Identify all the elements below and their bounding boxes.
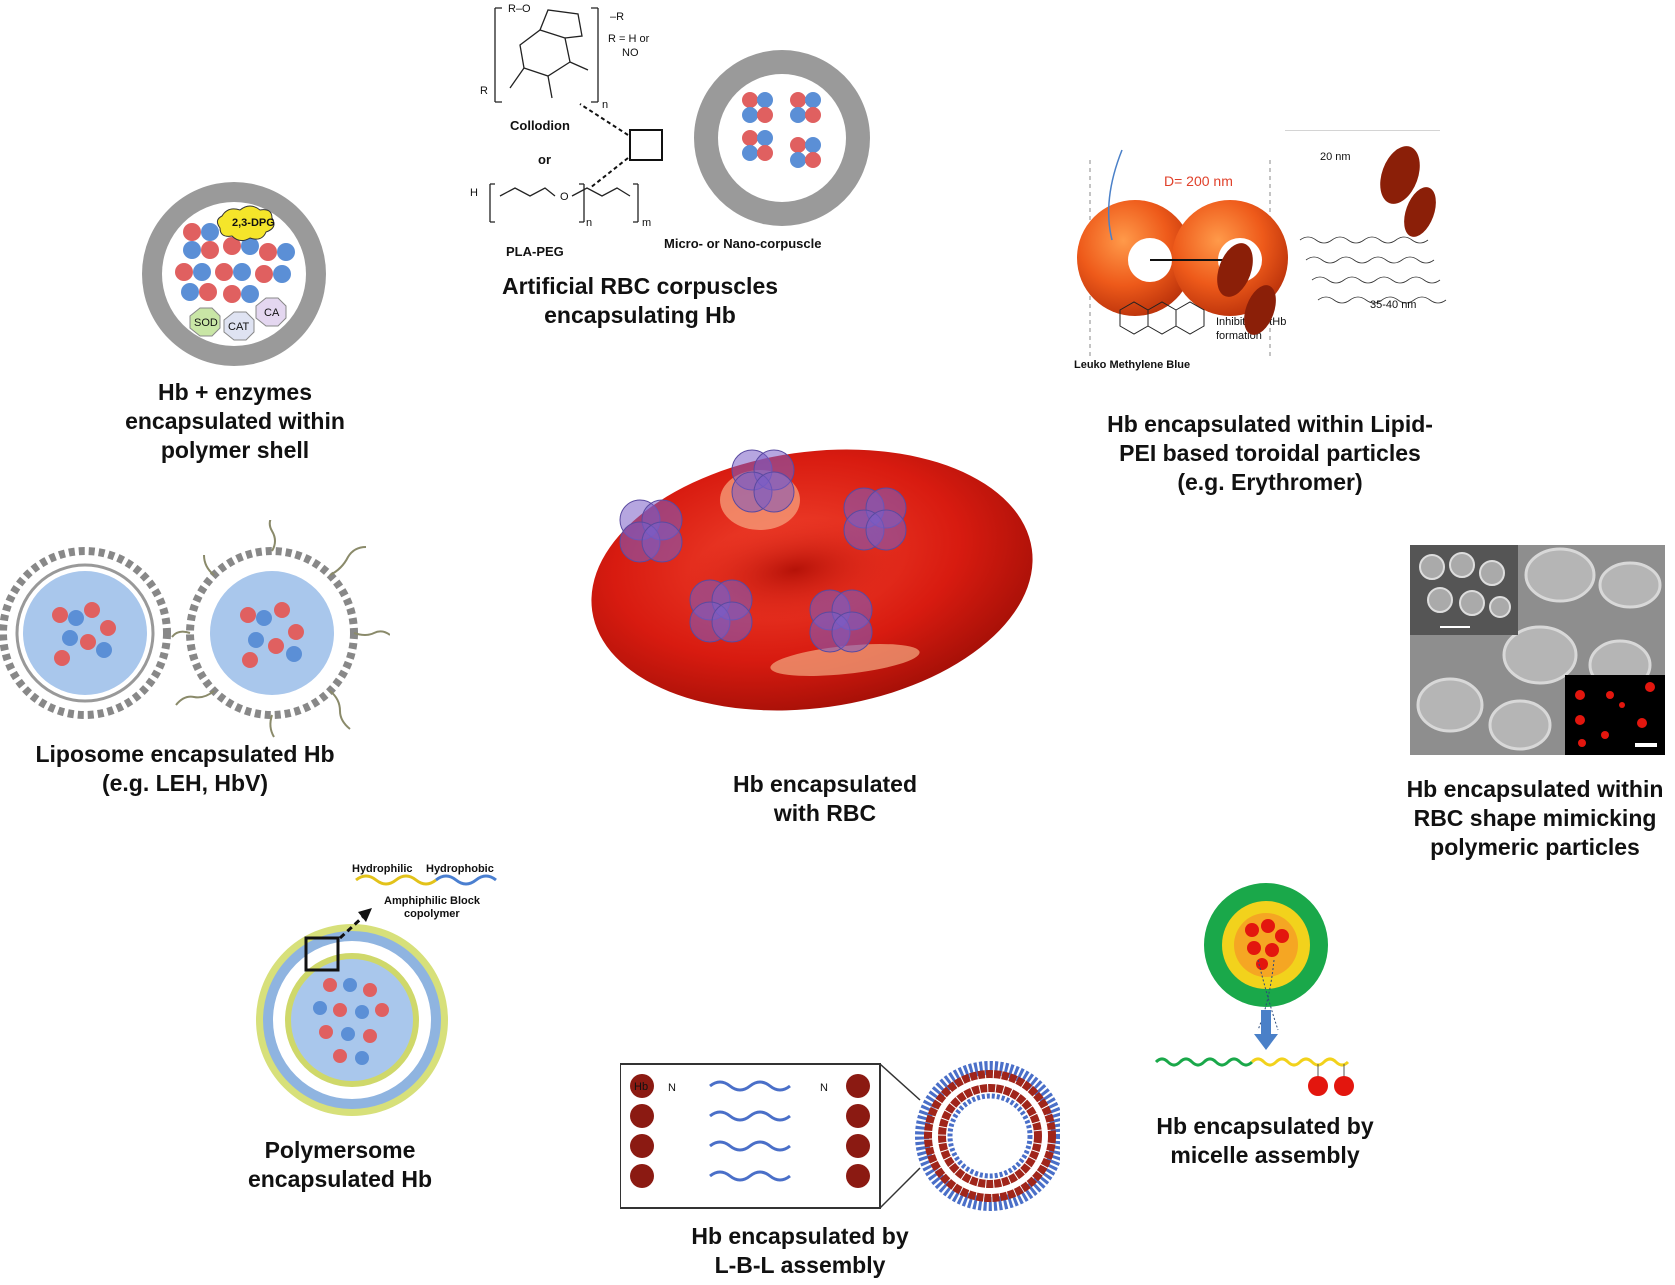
ca-label: CA [264,307,280,319]
n-label: N [668,1082,676,1094]
svg-text:n: n [602,99,608,111]
svg-text:R–O: R–O [508,3,531,15]
hb-label: Hb [634,1081,648,1093]
liposome-caption: Liposome encapsulated Hb(e.g. LEH, HbV) [35,741,335,796]
lbl-rows [630,1074,870,1188]
svg-text:copolymer: copolymer [404,908,460,920]
diameter-label: D= 200 nm [1164,173,1233,189]
polymersome-illustration: Hydrophilic Hydrophobic Amphiphilic Bloc… [256,863,497,1116]
leuko-label: Leuko Methylene Blue [1074,359,1190,371]
svg-text:H: H [470,187,478,199]
micelle-illustration [1154,883,1354,1096]
length-3540-label: 35-40 nm [1370,299,1416,311]
svg-text:m: m [642,217,651,229]
svg-text:N: N [820,1082,828,1094]
dpg-label: 2,3-DPG [232,217,275,229]
svg-text:O: O [560,191,569,203]
hb-cluster [619,449,907,653]
hb-molecules [52,602,304,668]
svg-text:n: n [586,217,592,229]
amphiphilic-label: Amphiphilic Block [384,895,481,907]
hb-molecules [1245,919,1289,970]
length-20-label: 20 nm [1320,151,1351,163]
or-label: or [538,152,551,167]
collodion-label: Collodion [510,118,570,133]
hb-molecules [313,978,389,1065]
sod-label: SOD [194,317,218,329]
r-definition: R = H or [608,33,650,45]
corpuscle-illustration: R–O R –R n R = H or NO Collodion or H O … [470,3,870,259]
enzymes-illustration: 2,3-DPG SOD CAT CA [142,182,326,366]
toroid-illustration: D= 200 nm Inhibits metHb formation Leuko… [1074,130,1447,371]
pla-peg-label: PLA-PEG [506,244,564,259]
hb-molecules [742,92,821,168]
hydrophilic-label: Hydrophilic [352,863,413,875]
svg-text:R: R [480,85,488,97]
hydrophobic-label: Hydrophobic [426,863,494,875]
toroid-caption: Hb encapsulated within Lipid-PEI based t… [1107,411,1433,495]
lbl-illustration: Hb N N [620,1061,1060,1211]
svg-text:NO: NO [622,47,639,59]
micro-nano-label: Micro- or Nano-corpuscle [664,236,821,251]
hb-molecules [175,223,295,303]
rbc-illustration [591,449,1033,711]
rbc-mimic-micrograph [1410,545,1665,755]
cat-label: CAT [228,321,249,333]
svg-text:–R: –R [610,11,624,23]
liposome-illustration [0,520,390,738]
